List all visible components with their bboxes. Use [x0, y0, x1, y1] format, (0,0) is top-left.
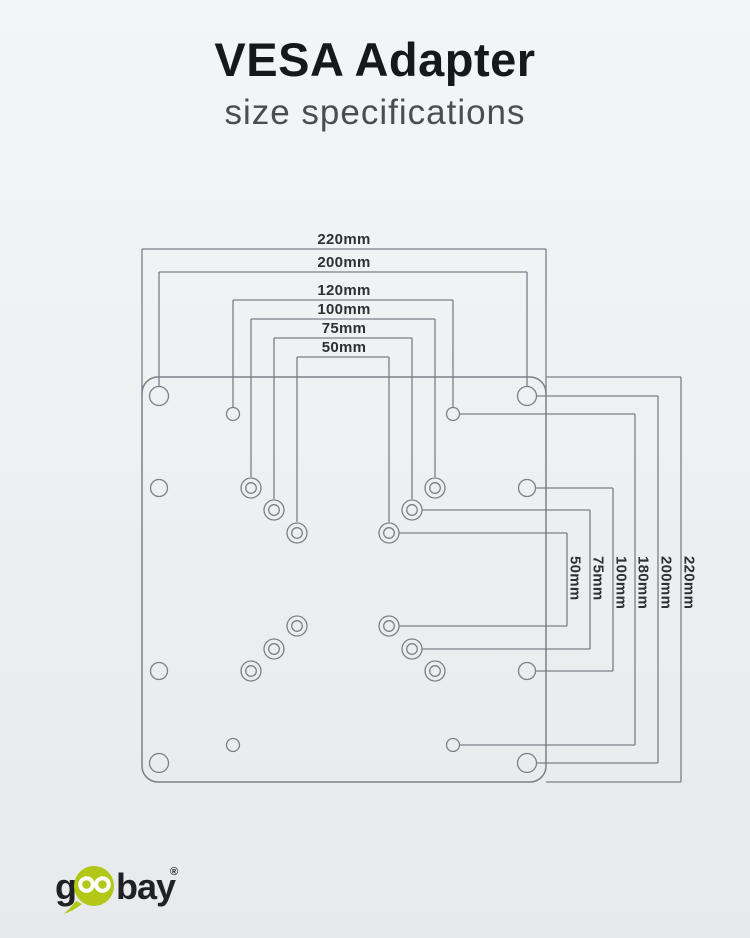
dimension-vertical-220mm [546, 376, 682, 783]
mounting-hole-small-top-right [445, 406, 461, 422]
dimension-label-50mm-vertical: 50mm [567, 556, 584, 601]
dimension-label-100mm-horizontal: 100mm [317, 301, 370, 318]
page-subtitle: size specifications [224, 93, 526, 132]
mounting-hole-corner-bottom-left [148, 752, 170, 774]
dimension-label-75mm-vertical: 75mm [590, 556, 607, 601]
goobay-logo: g bay ® [55, 866, 178, 914]
dimension-label-50mm-horizontal: 50mm [322, 339, 367, 356]
dimension-vertical-180mm [459, 413, 636, 746]
logo-text-g: g [55, 866, 77, 907]
dimension-label-75mm-horizontal: 75mm [322, 320, 367, 337]
dimension-label-180mm-vertical: 180mm [635, 556, 652, 609]
dimension-label-200mm-vertical: 200mm [658, 556, 675, 609]
dimension-vertical-50mm [399, 532, 568, 627]
dimension-horizontal-100mm [250, 318, 436, 477]
dimension-label-200mm-horizontal: 200mm [317, 254, 370, 271]
registered-mark: ® [170, 866, 178, 878]
mounting-hole-mid-right-lower [517, 661, 537, 681]
logo-text-bay: bay [116, 866, 176, 907]
dimension-label-100mm-vertical: 100mm [613, 556, 630, 609]
dimension-horizontal-200mm [158, 271, 528, 386]
dimension-horizontal-75mm [273, 337, 413, 499]
diagram-linework [141, 248, 682, 783]
logo-o-icon [78, 876, 95, 893]
logo-speech-bubble-icon [63, 866, 114, 914]
logo-o-icon [94, 876, 111, 893]
mounting-hole-mid-left-upper [149, 478, 169, 498]
dimension-vertical-200mm [536, 395, 659, 764]
dimension-label-120mm-horizontal: 120mm [317, 282, 370, 299]
dimension-vertical-100mm [535, 487, 614, 672]
page-title: VESA Adapter [214, 33, 536, 86]
mounting-hole-corner-top-right [516, 385, 538, 407]
mounting-hole-mid-right-upper [517, 478, 537, 498]
mounting-hole-corner-bottom-right [516, 752, 538, 774]
mounting-hole-small-bottom-right [445, 737, 461, 753]
mounting-hole-mid-left-lower [149, 661, 169, 681]
mounting-hole-corner-top-left [148, 385, 170, 407]
mounting-hole-ringed-group-upper [240, 477, 446, 544]
dimension-label-220mm-horizontal: 220mm [317, 231, 370, 248]
dimension-vertical-75mm [422, 509, 591, 650]
dimension-horizontal-50mm [296, 356, 390, 522]
adapter-plate-outline [141, 376, 547, 783]
mounting-hole-small-top-left [225, 406, 241, 422]
dimension-horizontal-120mm [232, 299, 454, 407]
mounting-hole-small-bottom-left [225, 737, 241, 753]
dimension-horizontal-220mm [141, 248, 547, 393]
dimension-label-220mm-vertical: 220mm [681, 556, 698, 609]
